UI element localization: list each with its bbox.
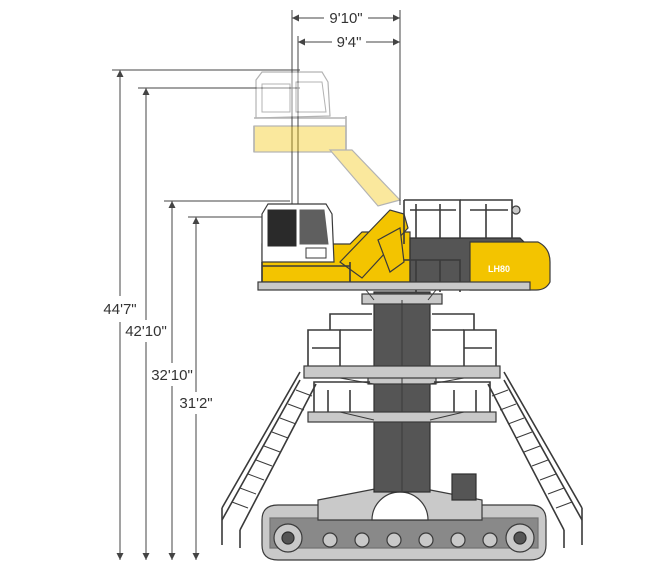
central-column	[361, 291, 443, 493]
crawler-undercarriage	[261, 473, 547, 561]
raised-cab-ghost	[253, 71, 402, 207]
dimension-lines	[112, 10, 401, 560]
dim-width-inner: 9'4"	[337, 34, 362, 51]
dim-height-max: 44'7"	[103, 301, 136, 318]
platforms-and-stairs	[221, 313, 583, 548]
dim-width-outer: 9'10"	[329, 10, 362, 27]
model-label: LH80	[488, 264, 510, 274]
dim-height-cab-raised: 42'10"	[125, 323, 167, 340]
dim-height-eye-level: 31'2"	[179, 395, 212, 412]
uppercarriage: LH80	[257, 199, 551, 301]
dim-height-cab-top: 32'10"	[151, 367, 193, 384]
